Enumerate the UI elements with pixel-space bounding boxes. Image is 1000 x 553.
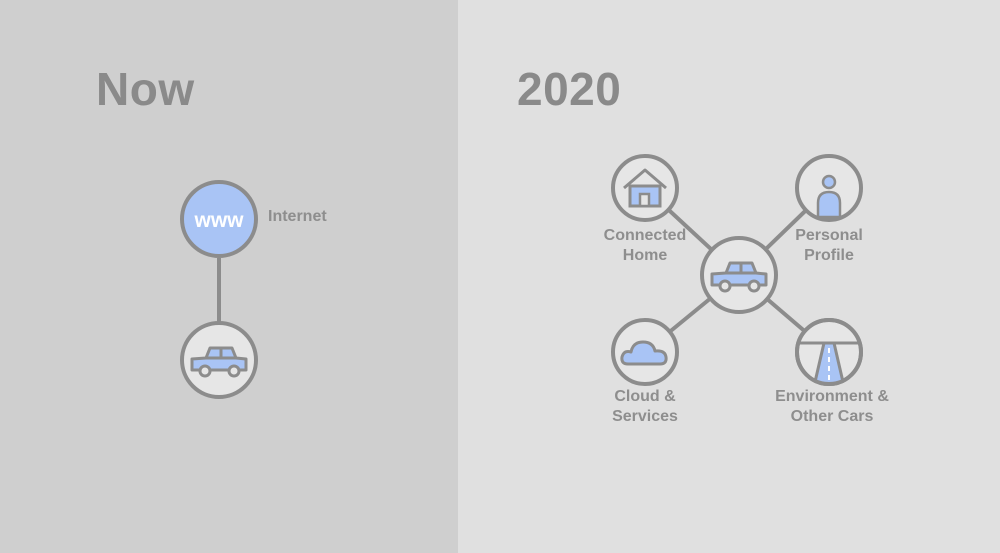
cloud-services-node [611, 318, 679, 386]
internet-label: Internet [268, 208, 327, 225]
connected-home-node [611, 154, 679, 222]
center-car-node [700, 236, 778, 314]
now-title: Now [96, 63, 195, 115]
person-icon [816, 174, 842, 219]
future-title: 2020 [517, 63, 622, 115]
house-icon [623, 168, 667, 208]
internet-node: www [180, 180, 258, 258]
www-globe-icon: www [193, 209, 244, 232]
now-panel [0, 0, 458, 553]
cloud-services-label: Cloud & Services [612, 388, 678, 425]
now-car-node [180, 321, 258, 399]
connected-home-label: Connected Home [603, 227, 687, 264]
personal-profile-label: Personal Profile [795, 227, 863, 264]
personal-profile-node [795, 154, 863, 222]
cloud-icon [620, 340, 668, 366]
environment-node [795, 318, 863, 386]
environment-label: Environment & Other Cars [775, 388, 889, 425]
road-icon [799, 341, 859, 383]
